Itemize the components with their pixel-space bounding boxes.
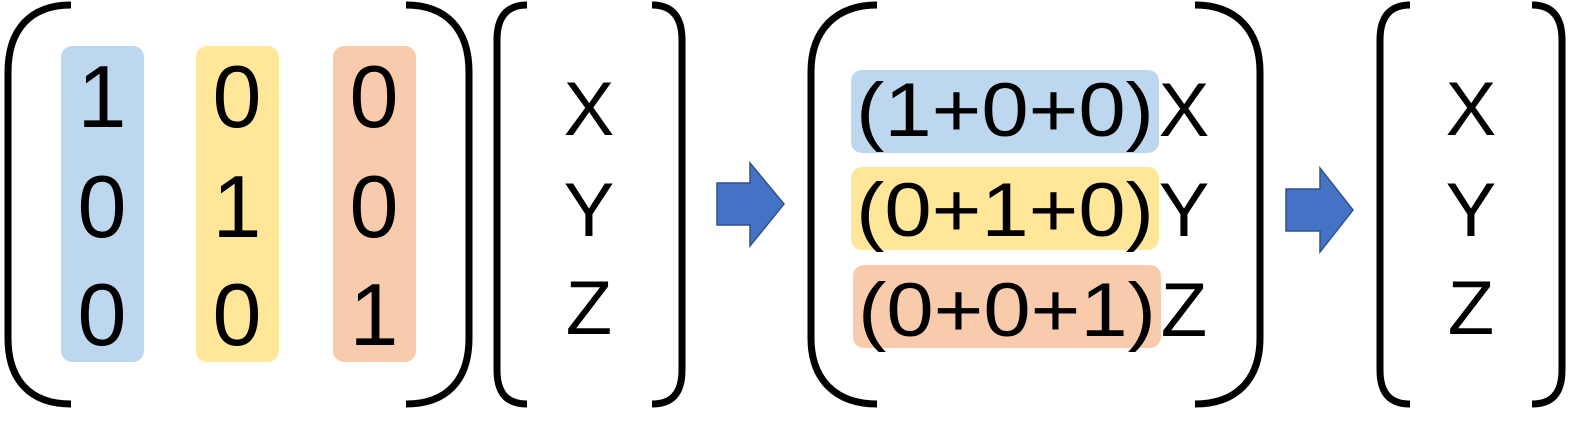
vector-out-left-bracket xyxy=(1376,1,1411,408)
vector-out-entry: X xyxy=(1446,67,1497,152)
expanded-row-1-highlight xyxy=(851,70,1159,153)
arrow-right-icon xyxy=(716,160,785,249)
expanded-row-variable: Y xyxy=(1159,168,1210,253)
expanded-right-bracket xyxy=(1194,1,1264,408)
matrix-cell: 0 xyxy=(350,47,399,146)
vector-out-right-bracket xyxy=(1531,1,1566,408)
matrix-left-bracket xyxy=(4,1,72,408)
matrix-column-2-highlight xyxy=(196,46,279,362)
vector-out-entry: Y xyxy=(1446,168,1497,253)
expanded-row-expression: (0+1+0) xyxy=(856,168,1154,253)
matrix-cell: 1 xyxy=(78,47,127,146)
matrix-cell: 0 xyxy=(213,47,262,146)
expanded-row-expression: (0+0+1) xyxy=(858,268,1156,353)
matrix-cell: 0 xyxy=(350,157,399,256)
matrix-cell: 0 xyxy=(78,265,127,364)
matrix-column-1-highlight xyxy=(61,46,144,362)
vector-in-right-bracket xyxy=(651,1,686,408)
matrix-cell: 0 xyxy=(78,157,127,256)
expanded-row-3-highlight xyxy=(853,265,1161,348)
expanded-left-bracket xyxy=(807,1,878,408)
vector-in-entry: Y xyxy=(564,168,615,253)
expanded-row-variable: Z xyxy=(1161,268,1207,353)
expanded-row-variable: X xyxy=(1159,68,1210,153)
expanded-row-expression: (1+0+0) xyxy=(856,68,1154,153)
vector-out-entry: Z xyxy=(1448,266,1494,351)
matrix-cell: 0 xyxy=(213,265,262,364)
vector-in-entry: Z xyxy=(566,266,612,351)
matrix-column-3-highlight xyxy=(333,46,416,362)
matrix-cell: 1 xyxy=(213,157,262,256)
matrix-right-bracket xyxy=(405,1,473,408)
expanded-row-2-highlight xyxy=(851,167,1159,250)
vector-in-left-bracket xyxy=(493,1,528,408)
vector-in-entry: X xyxy=(564,67,615,152)
matrix-cell: 1 xyxy=(350,265,399,364)
arrow-right-icon xyxy=(1285,165,1354,255)
